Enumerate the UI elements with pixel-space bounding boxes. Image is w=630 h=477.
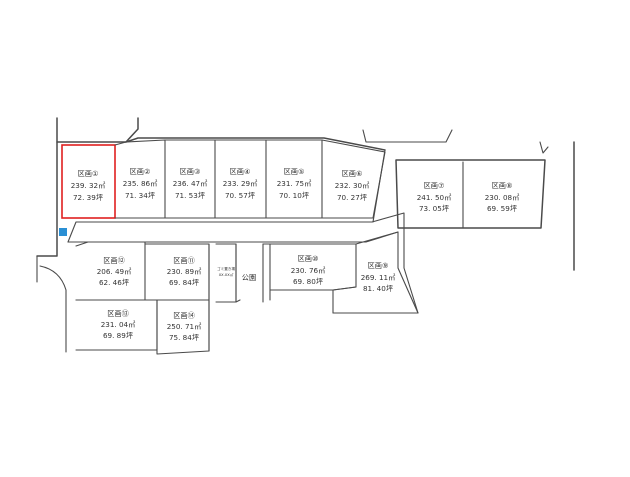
svg-text:69. 59坪: 69. 59坪 (487, 204, 517, 213)
plot-label-6[interactable]: 区画⑥ 232. 30㎡ 70. 27坪 (335, 169, 370, 202)
svg-text:区画⑩: 区画⑩ (298, 254, 319, 263)
plot-1-outline[interactable] (61, 144, 116, 219)
plot-label-9[interactable]: 区画⑨ 269. 11㎡ 81. 40坪 (361, 261, 396, 293)
svg-text:区画⑨: 区画⑨ (368, 261, 389, 270)
svg-text:区画⑬: 区画⑬ (107, 309, 129, 318)
svg-text:250. 71㎡: 250. 71㎡ (167, 322, 202, 331)
svg-text:75. 84坪: 75. 84坪 (169, 333, 199, 342)
svg-text:区画④: 区画④ (230, 167, 251, 176)
plot-labels: 区画① 239. 32㎡ 72. 39坪 区画② 235. 86㎡ 71. 34… (71, 167, 520, 342)
svg-text:230. 76㎡: 230. 76㎡ (291, 266, 326, 275)
plot-label-3[interactable]: 区画③ 236. 47㎡ 71. 53坪 (173, 167, 208, 200)
svg-text:81. 40坪: 81. 40坪 (363, 284, 393, 293)
svg-text:269. 11㎡: 269. 11㎡ (361, 273, 396, 282)
svg-text:230. 08㎡: 230. 08㎡ (485, 193, 520, 202)
plot-9-outline[interactable] (332, 231, 419, 314)
plot-label-12[interactable]: 区画⑫ 206. 49㎡ 62. 46坪 (97, 256, 132, 287)
plot-6-outline[interactable] (321, 139, 386, 219)
svg-text:231. 04㎡: 231. 04㎡ (101, 320, 136, 329)
plot-label-8[interactable]: 区画⑧ 230. 08㎡ 69. 59坪 (485, 181, 520, 213)
svg-text:区画②: 区画② (130, 167, 151, 176)
svg-text:233. 29㎡: 233. 29㎡ (223, 179, 258, 188)
plot-label-4[interactable]: 区画④ 233. 29㎡ 70. 57坪 (223, 167, 258, 200)
svg-text:73. 05坪: 73. 05坪 (419, 204, 449, 213)
svg-text:206. 49㎡: 206. 49㎡ (97, 267, 132, 276)
svg-text:区画⑫: 区画⑫ (103, 256, 125, 265)
svg-text:70. 57坪: 70. 57坪 (225, 191, 255, 200)
svg-text:239. 32㎡: 239. 32㎡ (71, 181, 106, 190)
svg-text:71. 34坪: 71. 34坪 (125, 191, 155, 200)
plot-3-outline[interactable] (164, 139, 216, 219)
svg-text:70. 10坪: 70. 10坪 (279, 191, 309, 200)
svg-text:69. 89坪: 69. 89坪 (103, 331, 133, 340)
svg-text:XX.XX㎡: XX.XX㎡ (219, 272, 234, 277)
svg-text:236. 47㎡: 236. 47㎡ (173, 179, 208, 188)
svg-text:230. 89㎡: 230. 89㎡ (167, 267, 202, 276)
svg-text:ゴミ置き場: ゴミ置き場 (217, 266, 235, 271)
plot-label-11[interactable]: 区画⑪ 230. 89㎡ 69. 84坪 (167, 256, 202, 287)
svg-text:69. 84坪: 69. 84坪 (169, 278, 199, 287)
svg-text:区画⑥: 区画⑥ (342, 169, 363, 178)
svg-text:区画⑪: 区画⑪ (173, 256, 195, 265)
svg-text:231. 75㎡: 231. 75㎡ (277, 179, 312, 188)
svg-text:70. 27坪: 70. 27坪 (337, 193, 367, 202)
plot-label-5[interactable]: 区画⑤ 231. 75㎡ 70. 10坪 (277, 167, 312, 200)
svg-text:71. 53坪: 71. 53坪 (175, 191, 205, 200)
svg-text:235. 86㎡: 235. 86㎡ (123, 179, 158, 188)
svg-text:区画⑦: 区画⑦ (424, 181, 445, 190)
plot-4-outline[interactable] (214, 139, 267, 219)
svg-text:232. 30㎡: 232. 30㎡ (335, 181, 370, 190)
plot-label-10[interactable]: 区画⑩ 230. 76㎡ 69. 80坪 (291, 254, 326, 286)
plot-5-outline[interactable] (265, 139, 323, 219)
plot-label-14[interactable]: 区画⑭ 250. 71㎡ 75. 84坪 (167, 311, 202, 342)
plot-label-13[interactable]: 区画⑬ 231. 04㎡ 69. 89坪 (101, 309, 136, 340)
svg-text:72. 39坪: 72. 39坪 (73, 193, 103, 202)
svg-text:区画③: 区画③ (180, 167, 201, 176)
marker-icon (59, 228, 67, 236)
svg-text:区画①: 区画① (78, 169, 99, 178)
svg-text:62. 46坪: 62. 46坪 (99, 278, 129, 287)
plot-label-2[interactable]: 区画② 235. 86㎡ 71. 34坪 (123, 167, 158, 200)
small-lot-label: ゴミ置き場 XX.XX㎡ (217, 266, 235, 277)
plot-label-7[interactable]: 区画⑦ 241. 50㎡ 73. 05坪 (417, 181, 452, 213)
svg-text:69. 80坪: 69. 80坪 (293, 277, 323, 286)
svg-text:241. 50㎡: 241. 50㎡ (417, 193, 452, 202)
svg-text:区画⑭: 区画⑭ (173, 311, 195, 320)
plot-label-1[interactable]: 区画① 239. 32㎡ 72. 39坪 (71, 169, 106, 202)
park-label: 公園 (242, 273, 256, 282)
plot-outlines (61, 139, 464, 355)
svg-text:区画⑤: 区画⑤ (284, 167, 305, 176)
svg-text:区画⑧: 区画⑧ (492, 181, 513, 190)
